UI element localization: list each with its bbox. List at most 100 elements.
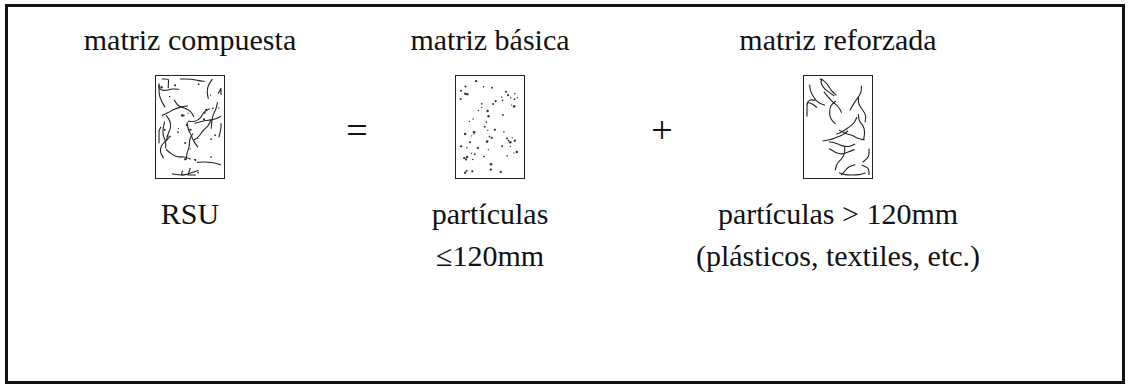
- particle-dot: [197, 172, 199, 174]
- fiber-strand: [180, 79, 205, 81]
- fiber-strand: [821, 79, 834, 96]
- matrix-node: matriz reforzada partículas > 120mm (plás…: [668, 22, 1008, 277]
- particle-dot: [471, 135, 472, 136]
- fiber-strand: [162, 79, 169, 88]
- particle-dot: [475, 80, 477, 82]
- fiber-strand: [163, 122, 166, 149]
- matrix-node: matriz compuestaRSU: [20, 22, 360, 235]
- node-heading: matriz reforzada: [739, 22, 936, 58]
- particle-dot: [514, 98, 516, 100]
- particle-dot: [460, 90, 462, 92]
- particle-dot: [488, 149, 489, 150]
- fiber-strand: [858, 97, 865, 122]
- particle-dot: [214, 134, 216, 136]
- operator-sign: =: [346, 111, 367, 149]
- node-heading: matriz compuesta: [84, 22, 296, 58]
- particle-dot: [502, 100, 504, 102]
- matrix-texture: [456, 76, 524, 178]
- particle-dot: [174, 84, 176, 86]
- particle-dot: [481, 107, 482, 108]
- fiber-strand: [186, 134, 193, 160]
- particle-dot: [512, 137, 513, 138]
- node-caption: partículas ≤120mm: [405, 193, 575, 277]
- fiber-strand: [829, 149, 855, 154]
- particle-dot: [487, 115, 489, 117]
- particle-dot: [492, 103, 494, 105]
- matrix-box: [155, 75, 225, 179]
- particle-dot: [494, 129, 496, 131]
- particle-dot: [189, 148, 190, 149]
- particle-dot: [178, 128, 179, 129]
- particle-dot: [210, 138, 212, 140]
- particle-dot: [164, 129, 166, 131]
- operator-sign: +: [651, 111, 672, 149]
- particle-dot: [489, 136, 491, 138]
- particle-dot: [160, 86, 162, 88]
- fiber-strand: [830, 101, 836, 124]
- particle-dot: [506, 137, 508, 139]
- particle-dot: [194, 159, 196, 161]
- particle-dot: [503, 131, 505, 133]
- particle-dot: [481, 103, 483, 105]
- particle-dot: [483, 86, 485, 88]
- fiber-strand: [195, 116, 221, 123]
- particle-dot: [472, 159, 474, 161]
- particle-dot: [516, 151, 518, 153]
- fiber-strand: [863, 149, 869, 162]
- particle-dot: [510, 97, 511, 98]
- particle-dot: [509, 141, 512, 144]
- fiber-strand: [823, 131, 848, 141]
- fiber-strand: [858, 114, 864, 139]
- particle-dot: [198, 83, 200, 85]
- particle-dot: [484, 126, 486, 128]
- particle-dot: [464, 171, 466, 173]
- particle-dot: [212, 107, 214, 109]
- node-caption: RSU: [161, 193, 219, 235]
- particle-dot: [474, 153, 476, 155]
- particle-dot: [466, 170, 468, 172]
- fiber-strand: [207, 79, 212, 99]
- fiber-strand: [162, 106, 188, 116]
- particle-dot: [187, 113, 188, 114]
- particle-dot: [485, 121, 487, 123]
- particle-dot: [506, 155, 508, 157]
- particle-dot: [471, 153, 472, 154]
- particle-dot: [491, 137, 493, 139]
- particle-dot: [508, 140, 510, 142]
- fiber-strand: [862, 165, 869, 175]
- particle-dot: [210, 94, 211, 95]
- matrix-box: [803, 75, 873, 179]
- particle-dot: [513, 105, 516, 108]
- fiber-strand: [807, 100, 816, 117]
- particle-dot: [513, 152, 514, 153]
- particle-dot: [460, 145, 462, 147]
- particle-dot: [501, 145, 503, 147]
- particle-dot: [218, 107, 219, 108]
- node-caption: partículas > 120mm (plásticos, textiles,…: [683, 193, 993, 277]
- particle-dot: [473, 131, 476, 134]
- fiber-strand: [159, 85, 179, 91]
- particle-dot: [463, 157, 465, 159]
- fiber-strand: [820, 79, 837, 95]
- node-heading: matriz básica: [410, 22, 569, 58]
- fiber-strand: [188, 109, 210, 122]
- matrix-node: matriz básica partículas ≤120mm: [340, 22, 640, 277]
- fiber-strand: [218, 88, 221, 95]
- particle-dot: [490, 163, 493, 166]
- fiber-strand: [835, 146, 845, 171]
- particle-dot: [517, 97, 518, 98]
- particle-dot: [483, 156, 485, 158]
- fiber-strand: [197, 162, 221, 165]
- particle-dot: [477, 147, 479, 149]
- particle-dot: [464, 133, 467, 136]
- particle-dot: [203, 118, 205, 120]
- particle-dot: [466, 156, 468, 158]
- particle-dot: [469, 121, 470, 122]
- particle-dot: [514, 140, 516, 142]
- fiber-strand: [219, 123, 221, 137]
- particle-dot: [510, 146, 511, 147]
- fiber-strand: [807, 103, 817, 108]
